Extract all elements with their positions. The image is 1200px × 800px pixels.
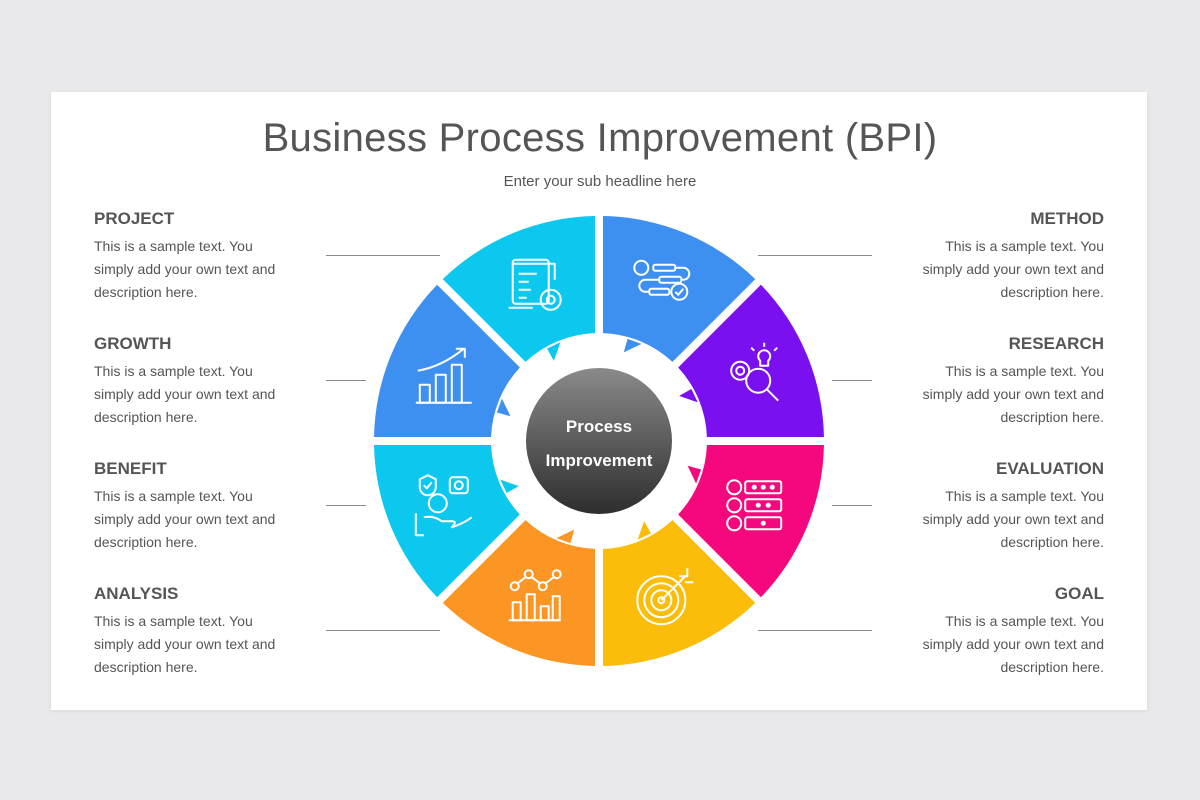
- connector-line: [758, 630, 872, 631]
- connector-line: [326, 255, 440, 256]
- item-research: RESEARCH This is a sample text. You simp…: [904, 334, 1104, 429]
- item-body: This is a sample text. You simply add yo…: [94, 238, 276, 300]
- item-body: This is a sample text. You simply add yo…: [922, 238, 1104, 300]
- center-circle: [526, 368, 672, 514]
- item-growth: GROWTH This is a sample text. You simply…: [94, 334, 294, 429]
- item-body: This is a sample text. You simply add yo…: [94, 488, 276, 550]
- segment-research: [678, 284, 824, 438]
- connector-line: [758, 255, 872, 256]
- item-heading: GOAL: [1054, 584, 1104, 603]
- item-heading: PROJECT: [94, 209, 175, 228]
- analytics-chart-icon: [508, 569, 562, 622]
- segment-pointer: [547, 342, 561, 361]
- segment-pointer: [679, 389, 698, 403]
- segment-pointer: [687, 465, 702, 484]
- segment-pointer: [623, 338, 642, 353]
- sub-headline: Enter your sub headline here: [503, 173, 697, 190]
- gear-magnifier-icon: [730, 342, 779, 402]
- item-body: This is a sample text. You simply add yo…: [94, 363, 276, 425]
- item-heading: BENEFIT: [94, 459, 167, 478]
- segment-pointer: [500, 479, 519, 493]
- segment-pointer: [637, 521, 651, 540]
- connector-line: [326, 380, 366, 381]
- item-goal: GOAL This is a sample text. You simply a…: [904, 584, 1104, 679]
- item-project: PROJECT This is a sample text. You simpl…: [94, 209, 294, 304]
- item-body: This is a sample text. You simply add yo…: [922, 613, 1104, 675]
- item-heading: METHOD: [1030, 209, 1104, 228]
- target-icon: [636, 568, 694, 626]
- segment-evaluation: [678, 444, 824, 598]
- rating-icon: [726, 479, 783, 532]
- center-label-line1: Process: [566, 417, 632, 436]
- item-heading: EVALUATION: [996, 459, 1104, 478]
- project-plan-icon: [508, 258, 562, 311]
- item-heading: GROWTH: [94, 334, 172, 353]
- item-body: This is a sample text. You simply add yo…: [94, 613, 276, 675]
- segment-method: [602, 216, 756, 362]
- connector-line: [326, 630, 440, 631]
- item-analysis: ANALYSIS This is a sample text. You simp…: [94, 584, 294, 679]
- item-benefit: BENEFIT This is a sample text. You simpl…: [94, 459, 294, 554]
- item-evaluation: EVALUATION This is a sample text. You si…: [904, 459, 1104, 554]
- segment-analysis: [442, 520, 596, 666]
- connector-line: [326, 505, 366, 506]
- connector-line: [832, 380, 872, 381]
- page-title: Business Process Improvement (BPI): [262, 116, 938, 160]
- growth-chart-icon: [415, 347, 472, 404]
- item-heading: ANALYSIS: [94, 584, 179, 603]
- segment-pointer: [496, 398, 511, 417]
- item-body: This is a sample text. You simply add yo…: [922, 363, 1104, 425]
- segment-goal: [602, 520, 756, 666]
- center-label-line2: Improvement: [546, 451, 653, 470]
- money-hand-icon: [414, 474, 473, 537]
- connector-line: [832, 505, 872, 506]
- workflow-icon: [633, 259, 691, 301]
- item-heading: RESEARCH: [1008, 334, 1104, 353]
- segment-pointer: [556, 529, 575, 544]
- item-body: This is a sample text. You simply add yo…: [922, 488, 1104, 550]
- item-method: METHOD This is a sample text. You simply…: [904, 209, 1104, 304]
